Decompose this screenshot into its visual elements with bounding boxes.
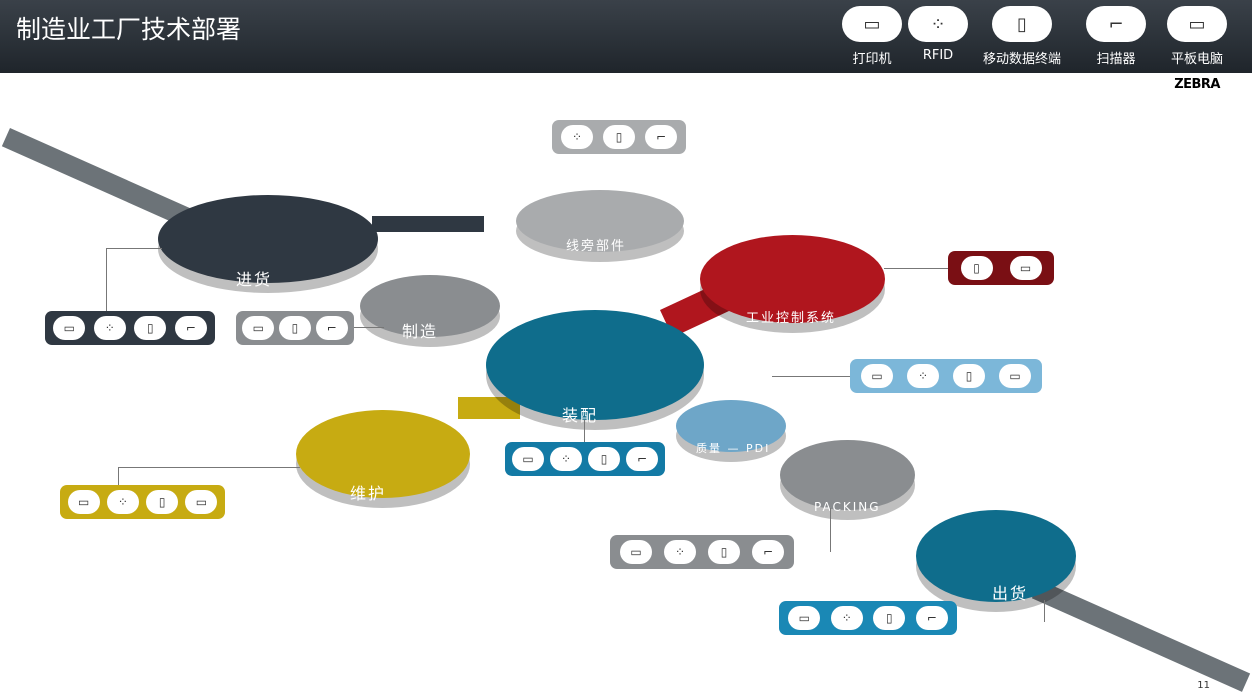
tray-shipping: ▭ ⁘ ▯ ⌐ <box>779 601 957 635</box>
tray-assembly: ▭ ⁘ ▯ ⌐ <box>505 442 665 476</box>
tray-quality: ▭ ⁘ ▯ ▭ <box>850 359 1042 393</box>
path-receiving-to-line-parts <box>372 216 484 232</box>
connector-packing <box>830 508 831 552</box>
mobile-computer-icon: ▯ <box>960 256 993 280</box>
zone-quality <box>676 400 786 452</box>
zone-label-packing: PACKING <box>814 500 881 514</box>
header-bar: 制造业工厂技术部署 ▭ 打印机 ⁘ RFID ▯ 移动数据终端 ⌐ 扫描器 ▭ … <box>0 0 1252 73</box>
mobile-computer-icon: ▯ <box>992 6 1052 42</box>
connector-quality <box>772 376 850 377</box>
printer-icon: ▭ <box>242 316 275 340</box>
tray-manufacturing: ▭ ▯ ⌐ <box>236 311 354 345</box>
printer-icon: ▭ <box>842 6 902 42</box>
tray-maintenance: ▭ ⁘ ▯ ▭ <box>60 485 225 519</box>
mobile-computer-icon: ▯ <box>134 316 167 340</box>
printer-icon: ▭ <box>788 606 821 630</box>
scanner-icon: ⌐ <box>626 447 658 471</box>
zone-shipping <box>916 510 1076 602</box>
tray-industrial-control: ▯ ▭ <box>948 251 1054 285</box>
printer-icon: ▭ <box>67 490 100 514</box>
legend-label: 打印机 <box>852 52 892 67</box>
rfid-icon: ⁘ <box>907 364 939 388</box>
connector-receiving <box>106 248 162 249</box>
scanner-icon: ⌐ <box>752 540 784 564</box>
legend-label: 平板电脑 <box>1170 52 1223 67</box>
rfid-icon: ⁘ <box>550 447 582 471</box>
connector-shipping <box>1044 600 1045 622</box>
zone-label-maintenance: 维护 <box>350 484 387 503</box>
mobile-computer-icon: ▯ <box>278 316 311 340</box>
mobile-computer-icon: ▯ <box>873 606 906 630</box>
legend-printer: ▭ 打印机 <box>832 6 912 67</box>
mobile-computer-icon: ▯ <box>708 540 740 564</box>
printer-icon: ▭ <box>512 447 544 471</box>
legend-mobile-computer: ▯ 移动数据终端 <box>982 6 1062 67</box>
zone-label-quality: 质量 — PDI <box>696 442 771 455</box>
rfid-icon: ⁘ <box>664 540 696 564</box>
zone-receiving <box>158 195 378 283</box>
mobile-computer-icon: ▯ <box>953 364 985 388</box>
factory-diagram: 进货 制造 线旁部件 工业控制系统 装配 维护 质量 — PDI PACKING… <box>0 80 1252 697</box>
legend-label: 扫描器 <box>1096 52 1136 67</box>
rfid-icon: ⁘ <box>561 125 593 149</box>
zone-packing <box>780 440 915 510</box>
zone-label-receiving: 进货 <box>236 270 273 289</box>
scanner-icon: ⌐ <box>174 316 207 340</box>
scanner-icon: ⌐ <box>915 606 948 630</box>
zone-manufacturing <box>360 275 500 337</box>
printer-icon: ▭ <box>53 316 86 340</box>
mobile-computer-icon: ▯ <box>588 447 620 471</box>
page-number: 11 <box>1197 680 1210 691</box>
rfid-icon: ⁘ <box>93 316 126 340</box>
zone-label-manufacturing: 制造 <box>402 322 439 341</box>
zone-label-line-parts: 线旁部件 <box>566 239 627 254</box>
printer-icon: ▭ <box>861 364 893 388</box>
road-out <box>1031 580 1251 692</box>
legend-label: 移动数据终端 <box>982 52 1061 67</box>
scanner-icon: ⌐ <box>1086 6 1146 42</box>
zone-maintenance <box>296 410 470 498</box>
tray-receiving: ▭ ⁘ ▯ ⌐ <box>45 311 215 345</box>
printer-icon: ▭ <box>620 540 652 564</box>
legend-rfid: ⁘ RFID <box>898 6 978 63</box>
connector-industrial-control <box>884 268 948 269</box>
path-maintenance <box>458 397 520 419</box>
scanner-icon: ⌐ <box>645 125 677 149</box>
scanner-icon: ⌐ <box>315 316 348 340</box>
connector-receiving <box>106 248 107 314</box>
tray-packing: ▭ ⁘ ▯ ⌐ <box>610 535 794 569</box>
zone-line-parts <box>516 190 684 252</box>
zone-label-assembly: 装配 <box>562 406 599 425</box>
connector-maintenance <box>118 467 119 485</box>
tray-line-parts: ⁘ ▯ ⌐ <box>552 120 686 154</box>
rfid-icon: ⁘ <box>830 606 863 630</box>
legend-scanner: ⌐ 扫描器 <box>1076 6 1156 67</box>
rfid-icon: ⁘ <box>106 490 139 514</box>
legend-tablet: ▭ 平板电脑 <box>1157 6 1237 67</box>
tablet-icon: ▭ <box>1009 256 1042 280</box>
tablet-icon: ▭ <box>999 364 1031 388</box>
zone-label-shipping: 出货 <box>992 584 1029 603</box>
connector-assembly <box>584 420 585 442</box>
legend-label: RFID <box>922 48 954 63</box>
connector-maintenance <box>118 467 300 468</box>
brand-logo: ZEBRA <box>1174 77 1220 92</box>
rfid-icon: ⁘ <box>908 6 968 42</box>
tablet-icon: ▭ <box>1167 6 1227 42</box>
mobile-computer-icon: ▯ <box>146 490 179 514</box>
zone-industrial-control <box>700 235 885 323</box>
mobile-computer-icon: ▯ <box>603 125 635 149</box>
zone-assembly <box>486 310 704 420</box>
connector-manufacturing <box>354 327 384 328</box>
tablet-icon: ▭ <box>185 490 218 514</box>
page-title: 制造业工厂技术部署 <box>16 15 242 44</box>
zone-label-industrial-control: 工业控制系统 <box>746 311 837 326</box>
